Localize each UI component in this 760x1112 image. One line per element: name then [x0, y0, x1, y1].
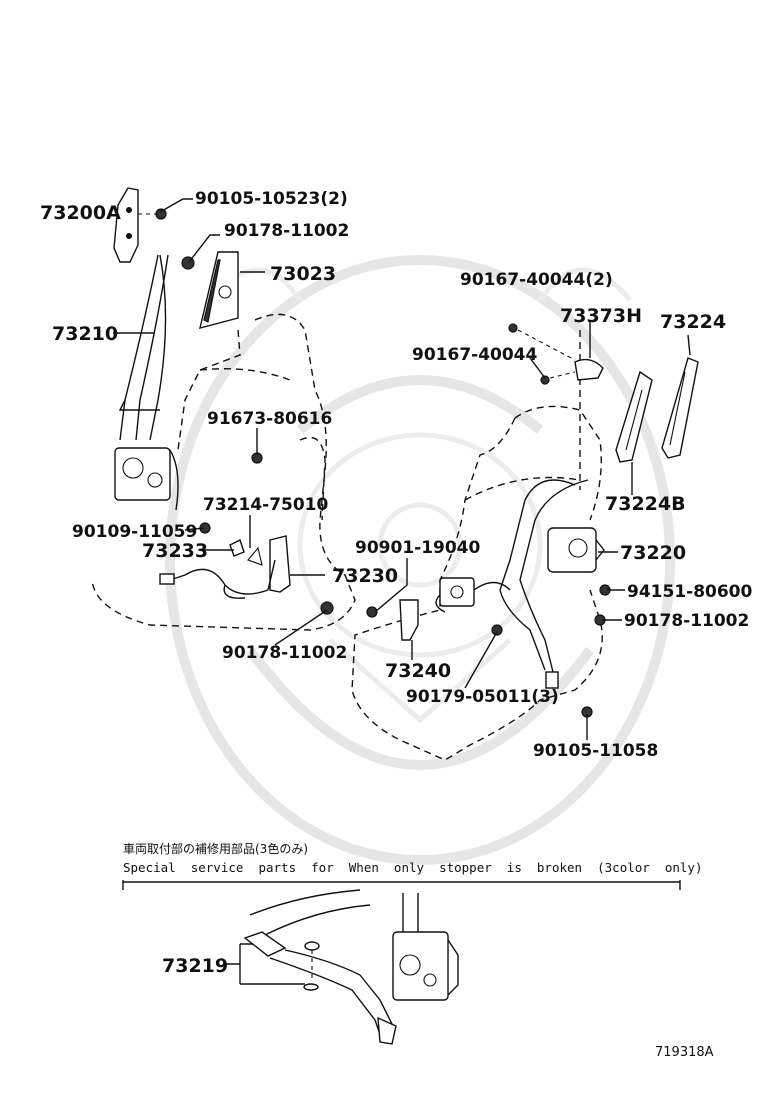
label-94151-80600: 94151-80600 — [627, 582, 753, 602]
label-90178-11002-b: 90178-11002 — [222, 643, 347, 663]
label-91673-80616: 91673-80616 — [207, 409, 332, 429]
label-73224b: 73224B — [605, 493, 686, 515]
label-73214-75010: 73214-75010 — [203, 495, 329, 515]
label-90105-11058: 90105-11058 — [533, 741, 658, 761]
label-90167-40044: 90167-40044 — [412, 345, 538, 365]
label-73240: 73240 — [385, 660, 451, 682]
left-seat-belt-assembly — [113, 187, 334, 615]
detail-view-73219 — [243, 889, 459, 1045]
label-90901-19040: 90901-19040 — [355, 538, 481, 558]
drawing-code: 719318A — [655, 1045, 714, 1060]
label-90178-11002-a: 90178-11002 — [224, 221, 349, 241]
right-seat-belt-assembly — [366, 323, 699, 718]
label-73233: 73233 — [142, 540, 208, 562]
label-90179-05011: 90179-05011(3) — [406, 687, 559, 707]
label-73220: 73220 — [620, 542, 686, 564]
label-90105-10523: 90105-10523(2) — [195, 189, 348, 209]
label-90167-40044-x2: 90167-40044(2) — [460, 270, 613, 290]
watermark-emblem — [165, 255, 675, 865]
label-73210: 73210 — [52, 323, 118, 345]
part-labels: 73200A 90105-10523(2) 90178-11002 73023 … — [40, 189, 753, 977]
service-note: 車両取付部の補修用部品(3色のみ) Special service parts … — [122, 841, 702, 890]
leader-lines — [113, 198, 691, 985]
label-90178-11002-c: 90178-11002 — [624, 611, 749, 631]
label-73219: 73219 — [162, 955, 228, 977]
label-73200a: 73200A — [40, 202, 121, 224]
label-73373h: 73373H — [560, 305, 642, 327]
right-seat-outline — [351, 330, 603, 761]
label-73224: 73224 — [660, 311, 726, 333]
left-seat-outline — [91, 313, 356, 631]
note-english: Special service parts for When only stop… — [123, 860, 702, 875]
label-90109-11059: 90109-11059 — [72, 522, 197, 542]
label-73230: 73230 — [332, 565, 398, 587]
note-japanese: 車両取付部の補修用部品(3色のみ) — [123, 841, 308, 856]
label-73023: 73023 — [270, 263, 336, 285]
